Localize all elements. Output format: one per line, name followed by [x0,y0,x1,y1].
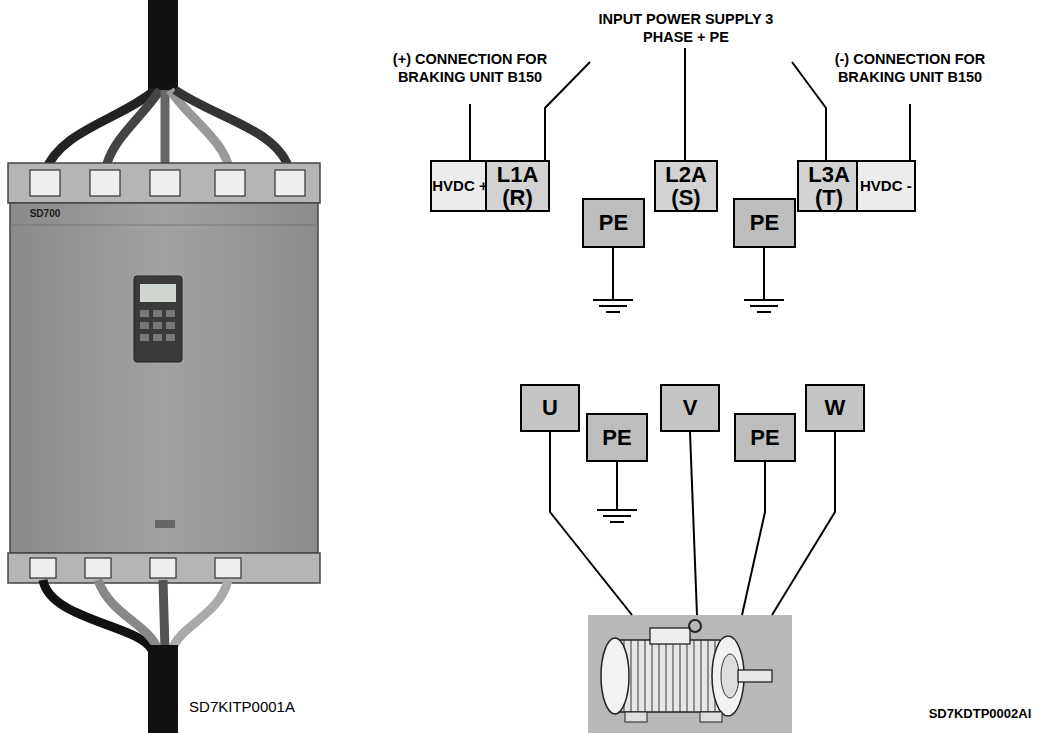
terminal-box: HVDC + [430,160,490,212]
output-terminal: W [805,384,865,432]
terminal-label: V [683,396,698,419]
terminal-box: L1A (R) [485,160,550,212]
terminal-box: L3A (T) [797,160,861,212]
terminal-label: W [825,396,846,419]
earth-terminal: PE [733,198,796,248]
output-terminal: U [520,384,580,432]
figure-code: SD7KDTP0002AI [915,706,1045,722]
terminal-label: U [542,396,558,419]
terminal-label: L3A (T) [799,163,859,209]
terminal-label: HVDC + [432,178,487,194]
earth-terminal: PE [582,198,645,248]
terminal-label: PE [602,426,631,449]
connection-note: INPUT POWER SUPPLY 3 PHASE + PE [586,10,786,46]
drive-unit [8,0,320,733]
terminal-label: PE [750,211,779,234]
earth-terminal: PE [734,413,796,462]
terminal-box: HVDC - [856,160,916,212]
earth-terminal: PE [586,413,648,462]
terminal-label: L1A (R) [487,163,548,209]
figure-code: SD7KITP0001A [167,698,317,717]
terminal-label: PE [599,211,628,234]
motor [588,615,792,733]
terminal-label: HVDC - [860,178,912,194]
output-terminal: V [660,384,720,432]
terminal-label: PE [750,426,779,449]
terminal-label: L2A (S) [656,163,716,209]
model-name: SD700 [15,208,75,221]
connection-note: (-) CONNECTION FOR BRAKING UNIT B150 [823,50,998,86]
ground-symbol [593,248,784,522]
connection-note: (+) CONNECTION FOR BRAKING UNIT B150 [383,50,558,86]
terminal-box: L2A (S) [654,160,718,212]
